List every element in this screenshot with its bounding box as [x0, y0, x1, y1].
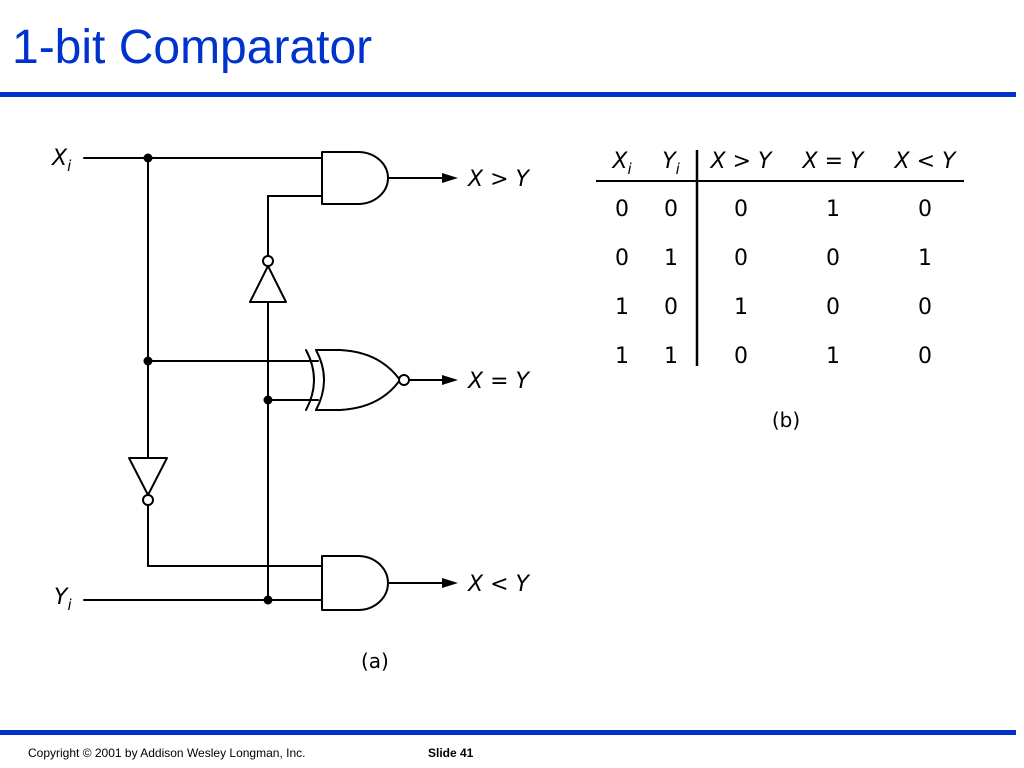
output-less-label: X < Y — [467, 572, 530, 597]
footer-divider — [0, 730, 1016, 735]
table-cell: 0 — [918, 295, 932, 320]
table-cell: 1 — [615, 295, 629, 320]
logic-circuit — [83, 151, 458, 611]
table-header-cell: X > Y — [710, 149, 773, 174]
junction-dot — [263, 395, 273, 405]
junction-dot — [263, 595, 273, 605]
output-arrows — [442, 173, 458, 588]
output-equal-label: X = Y — [467, 369, 530, 394]
input-x-sub: i — [67, 157, 72, 175]
table-cell: 0 — [664, 295, 678, 320]
and-gate-less — [321, 555, 389, 611]
table-cell: 0 — [734, 246, 748, 271]
input-x-label: Xi — [51, 146, 72, 175]
table-row: 0 0 0 1 0 — [615, 197, 932, 222]
and-gate-greater — [321, 151, 389, 205]
table-cell: 0 — [664, 197, 678, 222]
junction-dot — [143, 153, 153, 163]
table-cell: 1 — [615, 344, 629, 369]
table-row: 0 1 0 0 1 — [615, 246, 932, 271]
arrow-head — [442, 578, 458, 588]
arrow-head — [442, 173, 458, 183]
input-y-label: Yi — [54, 585, 72, 614]
table-cell: 0 — [734, 344, 748, 369]
arrow-head — [442, 375, 458, 385]
table-header-subscript: i — [627, 160, 632, 178]
table-cell: 1 — [826, 197, 840, 222]
input-y-base: Y — [54, 585, 69, 610]
footer-copyright: Copyright © 2001 by Addison Wesley Longm… — [28, 746, 306, 760]
title-divider — [0, 92, 1016, 97]
table-cell: 0 — [615, 197, 629, 222]
not-gate-x — [128, 457, 168, 506]
table-cell: 0 — [918, 197, 932, 222]
table-cell: 1 — [918, 246, 932, 271]
table-cell: 0 — [826, 295, 840, 320]
circuit-wires — [83, 157, 445, 601]
table-cell: 0 — [615, 246, 629, 271]
xnor-gate-equal — [305, 349, 410, 411]
junction-dots — [143, 153, 273, 605]
table-cell: 1 — [664, 344, 678, 369]
table-header-text: X — [611, 149, 628, 174]
slide-title: 1-bit Comparator — [12, 21, 373, 74]
table-caption: (b) — [772, 408, 800, 432]
table-header-text: Y — [662, 149, 677, 174]
table-header-text: X < Y — [894, 149, 957, 174]
table-header-subscript: i — [676, 160, 681, 178]
table-header-text: X > Y — [710, 149, 773, 174]
output-greater-label: X > Y — [467, 167, 530, 192]
table-cell: 0 — [734, 197, 748, 222]
table-header-cell: X < Y — [894, 149, 957, 174]
table-row: 1 0 1 0 0 — [615, 295, 932, 320]
table-header-text: X = Y — [802, 149, 865, 174]
table-body: 0 0 0 1 0 0 1 0 0 1 1 0 1 0 0 1 1 0 1 0 — [615, 197, 932, 369]
table-cell: 1 — [734, 295, 748, 320]
circuit-caption: (a) — [361, 649, 389, 673]
table-cell: 0 — [826, 246, 840, 271]
not-gate-y — [249, 255, 287, 303]
footer-slide-number: Slide 41 — [428, 746, 474, 760]
table-cell: 0 — [918, 344, 932, 369]
table-header-cell: Xi — [611, 149, 632, 178]
input-x-base: X — [51, 146, 68, 171]
table-cell: 1 — [826, 344, 840, 369]
junction-dot — [143, 356, 153, 366]
table-row: 1 1 0 1 0 — [615, 344, 932, 369]
table-header-cell: Yi — [662, 149, 680, 178]
table-cell: 1 — [664, 246, 678, 271]
table-header-cell: X = Y — [802, 149, 865, 174]
input-y-sub: i — [67, 596, 72, 614]
